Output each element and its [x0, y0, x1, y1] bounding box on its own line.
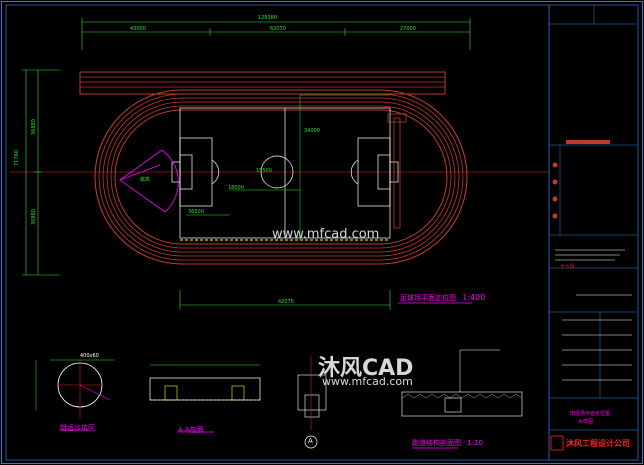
top-dimensions — [81, 18, 471, 50]
dim-mid-label: 63070 — [270, 26, 286, 32]
dim-right-label: 27000 — [400, 26, 416, 32]
grandstand-track — [79, 71, 446, 95]
view2-title: 跳远沙坑区 — [60, 424, 95, 432]
overall-dimension-label: 128380 — [258, 15, 278, 21]
watermark-url-top: www.mfcad.com — [272, 227, 380, 242]
drawing-subtitle: 大样图 — [578, 419, 594, 425]
view1-title: 足球场平面定位图 1:400 — [400, 293, 485, 303]
drawing-name: 田径场平面定位图 — [570, 411, 611, 417]
title-block-red-bar — [566, 140, 610, 144]
left-lower-label: 36880 — [31, 209, 37, 225]
company-logo-icon — [550, 435, 564, 451]
title-block-text-lines — [555, 249, 632, 381]
company-name: 沐风工程设计公司 — [566, 439, 630, 448]
watermark-brand: 沐风CAD — [318, 356, 414, 381]
title-block-stamp: 十六队 — [560, 264, 576, 270]
bottom-dimension-label: 42075 — [278, 299, 294, 305]
detail-a-post — [297, 355, 327, 449]
title-block — [549, 5, 638, 431]
left-upper-label: 36880 — [31, 119, 37, 135]
detail-pit — [35, 359, 115, 431]
football-pitch — [171, 107, 399, 239]
view4-title-text: 跑道结构剖面图 — [412, 439, 461, 447]
detail-dim-label: 400x60 — [80, 353, 99, 359]
watermark-url-bottom: www.mfcad.com — [322, 375, 413, 388]
half-width-label: 34000 — [304, 128, 320, 134]
bottom-dimension — [179, 290, 391, 310]
inner-frame — [5, 4, 639, 461]
pitch-label-b: 18000 — [228, 185, 244, 191]
left-dimensions — [22, 69, 60, 276]
long-jump-runway — [387, 113, 407, 229]
high-jump-label: 跳高 — [140, 177, 151, 183]
view1-scale-text: 1:400 — [462, 293, 486, 302]
pitch-label-c: 36500 — [188, 209, 204, 215]
running-track — [94, 89, 468, 265]
left-height-label: 71760 — [14, 150, 20, 166]
detail-a-marker: A — [308, 437, 313, 445]
detail-track-section — [401, 349, 523, 449]
detail-section-aa — [149, 364, 261, 433]
title-block-markers — [552, 162, 558, 219]
high-jump-area — [119, 149, 179, 213]
view4-title: 跑道结构剖面图 1:10 — [412, 438, 483, 448]
pitch-dimensions — [186, 94, 390, 240]
view3-title: A-A剖面 — [178, 426, 204, 434]
view4-scale-text: 1:10 — [467, 439, 483, 447]
dim-left-label: 43000 — [130, 26, 146, 32]
pitch-label-a: 15500 — [256, 168, 272, 174]
view1-title-text: 足球场平面定位图 — [400, 294, 456, 302]
